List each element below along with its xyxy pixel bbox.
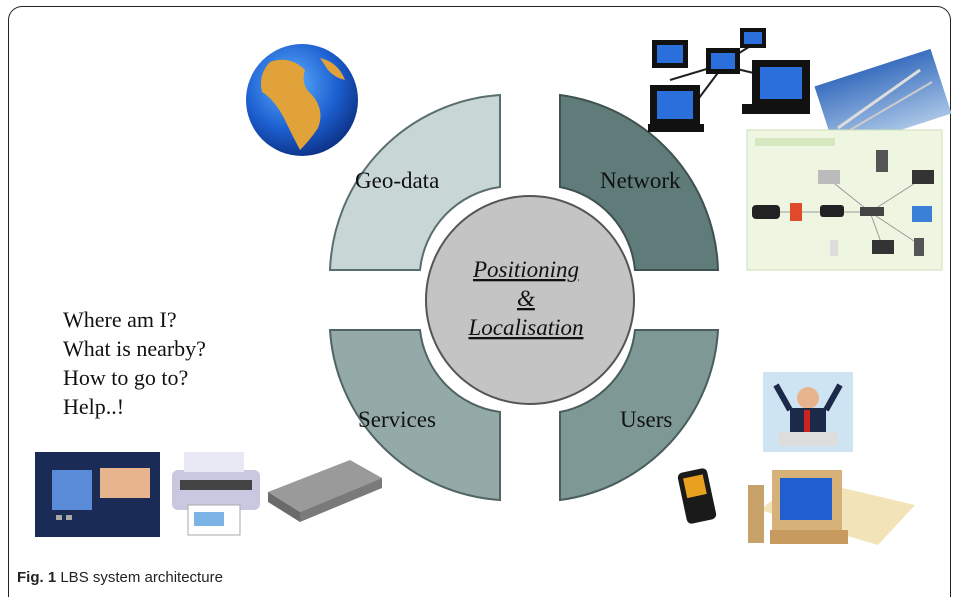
happy-user-photo	[763, 372, 853, 452]
label-users: Users	[620, 407, 672, 432]
label-geo-data: Geo-data	[355, 168, 439, 193]
atm-photo	[35, 452, 160, 537]
printer-icon	[172, 452, 260, 536]
center-line-3: Localisation	[467, 315, 583, 340]
center-line-1: Positioning	[472, 257, 579, 282]
question-line: How to go to?	[63, 365, 189, 390]
network-computers-icon	[648, 28, 810, 132]
ring-segment-geo-data	[328, 93, 501, 271]
center-line-2: &	[517, 286, 535, 311]
ring-segment-network	[559, 93, 720, 271]
globe-icon	[246, 44, 358, 156]
question-line: Help..!	[63, 394, 125, 419]
scanner-icon	[268, 460, 382, 522]
ring-segment-users	[559, 329, 720, 502]
label-network: Network	[600, 168, 681, 193]
figure-frame	[8, 6, 951, 597]
question-line: Where am I?	[63, 307, 177, 332]
label-services: Services	[358, 407, 436, 432]
ring-segment-services	[328, 329, 501, 502]
wireless-network-illustration	[746, 129, 943, 271]
caption-text: LBS system architecture	[60, 569, 223, 586]
figure-caption: Fig. 1 LBS system architecture	[17, 569, 223, 586]
caption-label: Fig. 1	[17, 569, 57, 586]
center-circle	[425, 195, 635, 405]
question-line: What is nearby?	[63, 336, 206, 361]
mobile-phone-icon	[677, 468, 717, 524]
satellite-dish-photo	[814, 48, 952, 152]
desktop-computer-icon	[748, 470, 915, 545]
user-questions: Where am I? What is nearby? How to go to…	[63, 305, 206, 421]
